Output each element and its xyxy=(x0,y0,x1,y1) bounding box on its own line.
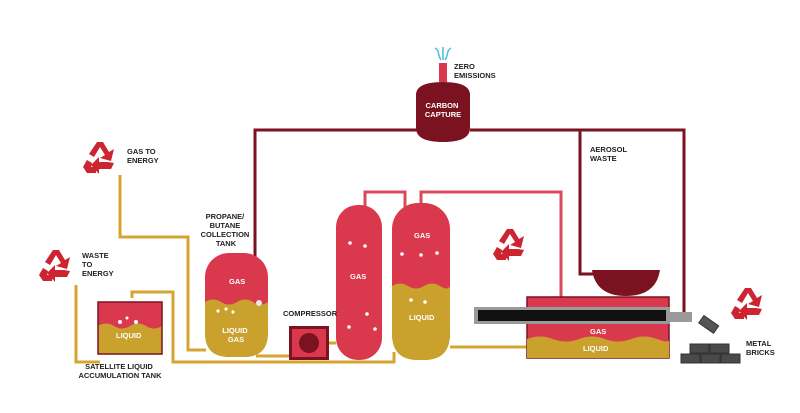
brick-icon xyxy=(700,353,721,364)
recycle-icon xyxy=(39,250,70,282)
gas-pipe-b xyxy=(419,190,563,298)
pipes xyxy=(74,128,686,364)
furnace-liquid-label: LIQUID xyxy=(583,344,609,353)
metal-bricks-label: METAL BRICKS xyxy=(746,339,775,357)
recycle-icon xyxy=(83,142,114,174)
carbon-capture-label: CARBON CAPTURE xyxy=(425,101,461,119)
zero-emissions-icon xyxy=(434,47,452,82)
collection-tank-label: PROPANE/ BUTANE COLLECTION TANK xyxy=(201,212,252,248)
brick-icon xyxy=(720,353,741,364)
separator-vessel xyxy=(392,203,450,360)
compressor xyxy=(289,326,329,360)
carbon-capture-unit xyxy=(416,82,470,142)
brick-icon xyxy=(680,353,701,364)
brick-icon xyxy=(698,314,720,334)
gas-to-energy-label: GAS TO ENERGY xyxy=(127,147,159,165)
recycle-icon xyxy=(493,229,524,261)
collection-liquid-gas-label: LIQUID GAS xyxy=(222,326,250,344)
satellite-liquid-label: LIQUID xyxy=(116,331,142,340)
aerosol-bowl xyxy=(592,270,660,296)
furnace-gas-label: GAS xyxy=(590,327,606,336)
satellite-tank-label: SATELLITE LIQUID ACCUMULATION TANK xyxy=(78,362,162,380)
satellite-tank xyxy=(97,301,163,355)
aerosol-waste-label: AEROSOL WASTE xyxy=(590,145,629,163)
satellite-link-pipe xyxy=(130,290,396,364)
brick-icon xyxy=(709,343,730,354)
collection-tank xyxy=(205,253,268,357)
zero-emissions-label: ZERO EMISSIONS xyxy=(454,62,496,80)
metal-bricks xyxy=(680,314,741,364)
separator-liquid-label: LIQUID xyxy=(409,313,435,322)
furnace-unit xyxy=(474,270,692,359)
column-gas-label: GAS xyxy=(350,272,366,281)
gas-pipe-a xyxy=(363,190,407,208)
carbon-capture-pipe xyxy=(253,128,686,312)
gas-to-energy-pipe xyxy=(118,175,206,352)
separator-gas-label: GAS xyxy=(414,231,430,240)
brick-icon xyxy=(689,343,710,354)
recycle-icon xyxy=(731,288,762,320)
waste-to-energy-pipe xyxy=(74,285,100,364)
collection-gas-label: GAS xyxy=(229,277,245,286)
compressor-label: COMPRESSOR xyxy=(283,309,338,318)
waste-to-energy-label: WASTE TO ENERGY xyxy=(82,251,114,278)
gas-column xyxy=(336,205,382,360)
